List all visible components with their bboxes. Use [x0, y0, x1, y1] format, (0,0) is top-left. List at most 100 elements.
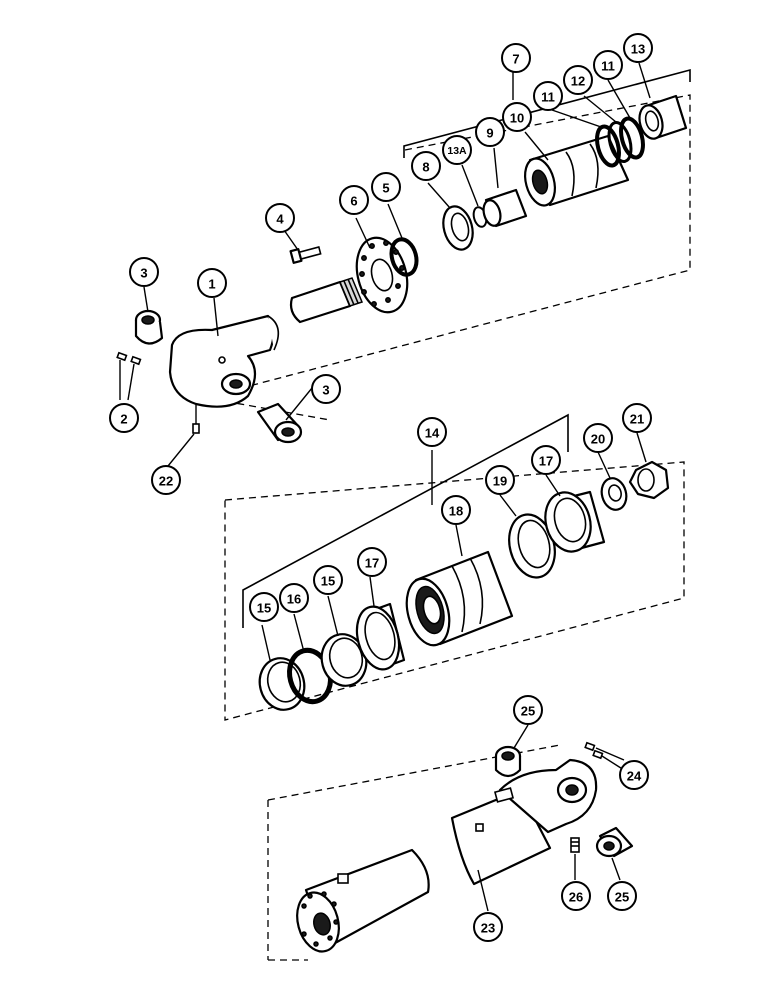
callout-part-2: 2	[109, 403, 139, 433]
piston-part-18	[405, 550, 514, 647]
callout-circle	[417, 417, 447, 447]
callout-part-23: 23	[473, 912, 503, 942]
grease-fitting-part-2	[116, 351, 142, 366]
wiper-part-13	[638, 94, 688, 140]
callout-part-26: 26	[561, 881, 591, 911]
callout-label: 19	[493, 474, 507, 489]
callout-circle	[513, 695, 543, 725]
callout-part-17: 17	[357, 547, 387, 577]
callout-part-12: 12	[563, 65, 593, 95]
dashed-assembly-frame-top	[189, 94, 691, 421]
callout-part-22: 22	[151, 465, 181, 495]
callout-circle	[249, 592, 279, 622]
callout-circle	[279, 583, 309, 613]
wear-ring-part-17-a	[355, 602, 406, 671]
callout-label: 2	[120, 412, 127, 427]
ring-part-19	[508, 513, 556, 579]
callout-circle	[563, 65, 593, 95]
callout-circle	[442, 135, 472, 165]
callout-label: 9	[486, 126, 493, 141]
callout-circle	[502, 102, 532, 132]
leader-lines	[119, 62, 651, 912]
callout-label: 11	[541, 90, 555, 105]
callout-part-24: 24	[619, 760, 649, 790]
callout-circle	[475, 117, 505, 147]
callout-label: 12	[571, 74, 585, 89]
cylinder-barrel-part-23-left	[296, 848, 430, 953]
callout-circle	[151, 465, 181, 495]
callout-part-21: 21	[622, 403, 652, 433]
callout-label: 25	[521, 704, 535, 719]
callout-circle	[311, 374, 341, 404]
callout-label: 18	[449, 504, 463, 519]
callout-label: 25	[615, 890, 629, 905]
callout-part-20: 20	[583, 423, 613, 453]
callout-circle	[583, 423, 613, 453]
callout-label: 14	[425, 426, 440, 441]
callout-part-5: 5	[371, 172, 401, 202]
callout-label: 17	[539, 454, 553, 469]
callout-label: 20	[591, 432, 605, 447]
callout-label: 11	[601, 59, 615, 74]
callout-label: 17	[365, 556, 379, 571]
callout-part-25: 25	[513, 695, 543, 725]
callout-label: 3	[140, 266, 147, 281]
callout-label: 10	[510, 111, 524, 126]
callout-circle	[371, 172, 401, 202]
seal-part-12	[607, 121, 633, 163]
callout-circle	[265, 203, 295, 233]
callout-label: 24	[627, 769, 642, 784]
callout-part-14: 14	[417, 417, 447, 447]
wear-ring-part-17-b	[544, 490, 606, 553]
callout-part-15: 15	[313, 565, 343, 595]
callout-circle	[313, 565, 343, 595]
callout-circle	[561, 881, 591, 911]
callout-part-4: 4	[265, 203, 295, 233]
callout-circle	[339, 185, 369, 215]
callout-part-17: 17	[531, 445, 561, 475]
callout-circle	[607, 881, 637, 911]
callout-part-1: 1	[197, 268, 227, 298]
callout-circle	[501, 43, 531, 73]
callout-part-18: 18	[441, 495, 471, 525]
callout-part-6: 6	[339, 185, 369, 215]
callout-circle	[473, 912, 503, 942]
o-ring-part-5	[389, 237, 419, 277]
grease-fitting-part-26	[570, 837, 580, 853]
ring-part-8	[442, 205, 474, 251]
callout-label: 13	[631, 42, 645, 57]
callout-label: 23	[481, 921, 495, 936]
callout-label: 5	[382, 181, 389, 196]
callout-circle	[197, 268, 227, 298]
callout-part-3: 3	[129, 257, 159, 287]
nut-part-21	[628, 460, 670, 500]
callout-part-7: 7	[501, 43, 531, 73]
callout-label: 15	[321, 574, 335, 589]
gland-part-10	[524, 134, 630, 207]
callout-part-19: 19	[485, 465, 515, 495]
rod-end-eye-part-1	[168, 314, 280, 434]
callout-part-11: 11	[533, 81, 563, 111]
callout-label: 13A	[447, 145, 467, 157]
callout-part-13: 13	[623, 33, 653, 63]
callout-circle	[411, 151, 441, 181]
callout-part-9: 9	[475, 117, 505, 147]
callout-label: 4	[276, 212, 284, 227]
seal-part-11-b	[619, 116, 645, 160]
callout-part-10: 10	[502, 102, 532, 132]
callout-label: 6	[350, 194, 357, 209]
dashed-assembly-frame-middle	[224, 461, 685, 721]
callout-part-15: 15	[249, 592, 279, 622]
callout-part-8: 8	[411, 151, 441, 181]
callout-circle	[533, 81, 563, 111]
callout-label: 21	[630, 412, 644, 427]
callout-label: 16	[287, 592, 301, 607]
callout-circle	[623, 33, 653, 63]
callout-circle	[619, 760, 649, 790]
bushing-part-3-lower	[256, 402, 303, 444]
callout-part-13a: 13A	[442, 135, 472, 165]
callout-label: 3	[322, 383, 329, 398]
callout-label: 15	[257, 601, 271, 616]
